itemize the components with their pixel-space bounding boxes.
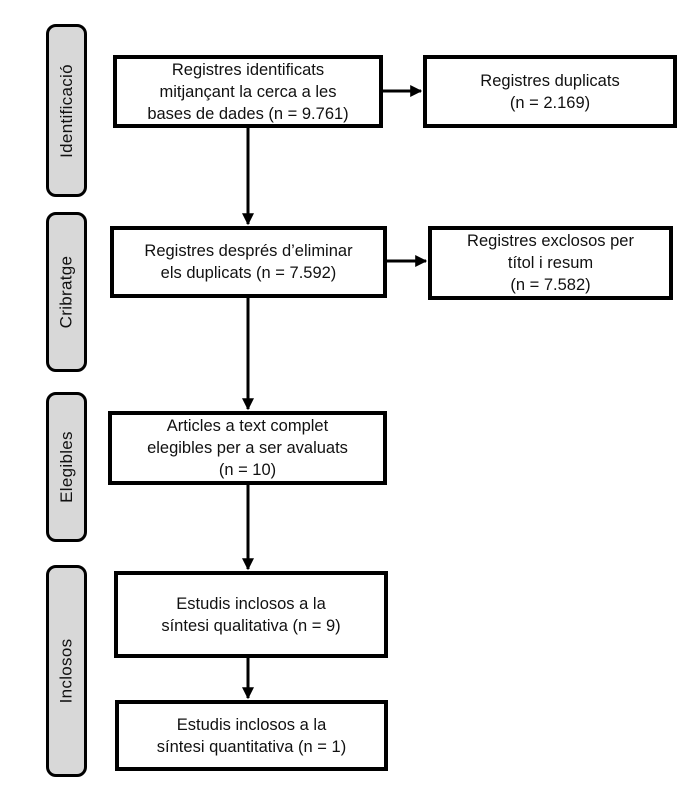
stage-label-screening: Cribratge	[46, 212, 87, 372]
stage-label-eligibility: Elegibles	[46, 392, 87, 542]
stage-label-included: Inclosos	[46, 565, 87, 777]
box-duplicate-records-text: Registres duplicats (n = 2.169)	[480, 71, 620, 112]
box-qualitative-synthesis-text: Estudis inclosos a la síntesi qualitativ…	[161, 594, 341, 635]
stage-label-eligibility-text: Elegibles	[56, 431, 76, 503]
box-qualitative-synthesis: Estudis inclosos a la síntesi qualitativ…	[114, 571, 388, 658]
stage-label-screening-text: Cribratge	[56, 255, 76, 329]
box-quantitative-synthesis: Estudis inclosos a la síntesi quantitati…	[115, 700, 388, 771]
box-records-identified: Registres identificats mitjançant la cer…	[113, 55, 383, 128]
stage-label-identification: Identificació	[46, 24, 87, 197]
box-records-excluded: Registres exclosos per títol i resum (n …	[428, 226, 673, 300]
box-fulltext-eligible-text: Articles a text complet elegibles per a …	[147, 417, 348, 479]
box-records-identified-text: Registres identificats mitjançant la cer…	[147, 60, 349, 123]
box-records-excluded-text: Registres exclosos per títol i resum (n …	[467, 232, 634, 294]
box-records-after-duplicates-text: Registres després d’eliminar els duplica…	[144, 242, 353, 282]
box-fulltext-eligible: Articles a text complet elegibles per a …	[108, 411, 387, 485]
stage-label-included-text: Inclosos	[56, 638, 76, 704]
box-quantitative-synthesis-text: Estudis inclosos a la síntesi quantitati…	[156, 715, 347, 756]
box-duplicate-records: Registres duplicats (n = 2.169)	[423, 55, 677, 128]
stage-label-identification-text: Identificació	[56, 63, 76, 158]
box-records-after-duplicates: Registres després d’eliminar els duplica…	[110, 226, 387, 298]
